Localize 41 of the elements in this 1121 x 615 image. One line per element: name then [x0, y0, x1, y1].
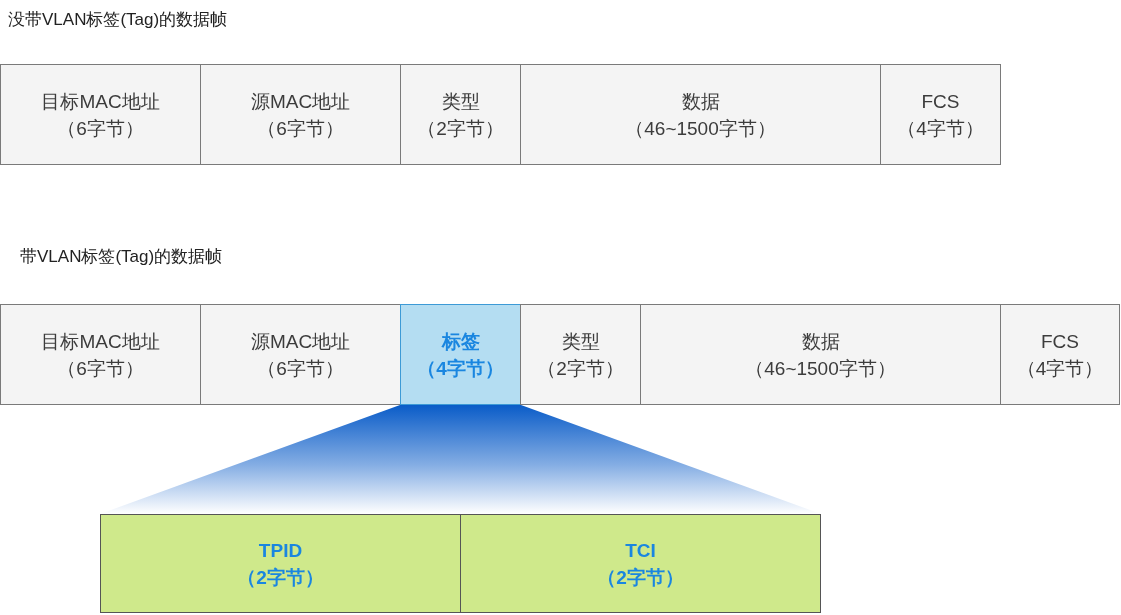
field-size: （2字节）	[417, 116, 504, 141]
field-size: （46~1500字节）	[745, 356, 896, 381]
frame-field-cell	[640, 304, 1001, 405]
field-size: （6字节）	[57, 356, 144, 381]
field-name: TCI	[625, 538, 656, 563]
field-name: 数据	[801, 329, 840, 354]
field-name: 源MAC地址	[250, 89, 351, 114]
frame-field-cell	[880, 64, 1001, 165]
field-size: （2字节）	[537, 356, 624, 381]
section-heading: 没带VLAN标签(Tag)的数据帧	[8, 9, 228, 31]
frame-field-cell	[400, 304, 521, 405]
field-size: （4字节）	[417, 356, 504, 381]
field-size: （46~1500字节）	[625, 116, 776, 141]
field-size: （2字节）	[597, 565, 684, 590]
field-name: 目标MAC地址	[41, 89, 160, 114]
field-name: 类型	[561, 329, 600, 354]
frame-field-cell	[520, 304, 641, 405]
field-size: （4字节）	[1016, 356, 1104, 381]
frame-field-cell	[100, 514, 461, 613]
frame-field-cell	[200, 304, 401, 405]
frame-field-cell	[0, 304, 201, 405]
field-name: 数据	[681, 89, 720, 114]
field-name: 源MAC地址	[250, 329, 351, 354]
frame-field-cell	[400, 64, 521, 165]
frame-field-cell	[0, 64, 201, 165]
field-size: （6字节）	[57, 116, 144, 141]
field-name: TPID	[258, 538, 303, 563]
field-size: （4字节）	[897, 116, 984, 141]
field-size: （6字节）	[257, 116, 344, 141]
field-name: FCS	[921, 89, 960, 114]
frame-field-cell	[200, 64, 401, 165]
frame-field-cell	[460, 514, 821, 613]
field-size: （6字节）	[257, 356, 344, 381]
section-heading: 带VLAN标签(Tag)的数据帧	[20, 246, 223, 268]
frame-field-cell	[520, 64, 881, 165]
frame-field-cell	[1000, 304, 1120, 405]
field-name: FCS	[1041, 329, 1079, 354]
field-name: 目标MAC地址	[41, 329, 160, 354]
field-size: （2字节）	[237, 565, 324, 590]
field-name: 标签	[441, 329, 480, 354]
field-name: 类型	[441, 89, 480, 114]
